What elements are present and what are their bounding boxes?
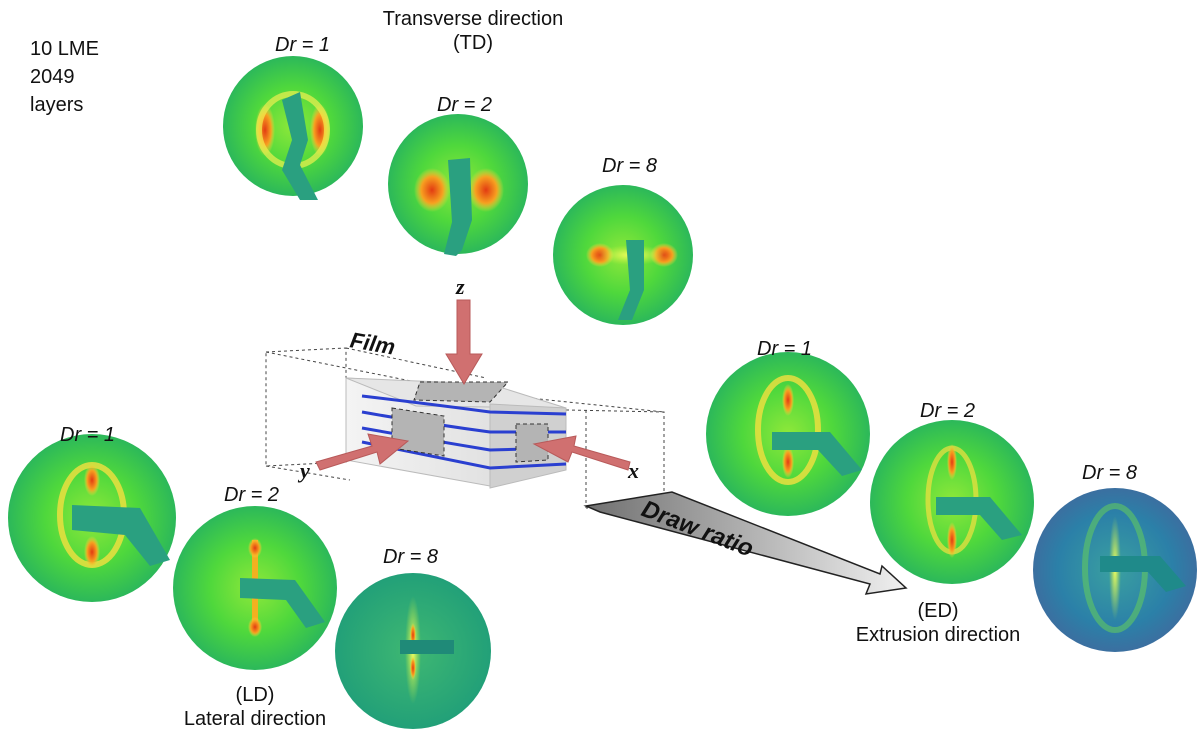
sample-label-line3: layers [30, 94, 84, 116]
ld-title: Lateral direction [183, 708, 327, 730]
ed-dr1-label: Dr = 1 [757, 338, 813, 360]
ed-pattern-dr8 [1033, 488, 1197, 652]
ld-dr2-label: Dr = 2 [224, 484, 280, 506]
x-axis-label: x [628, 458, 639, 483]
ed-dr2-label: Dr = 2 [920, 400, 976, 422]
sample-label-line2: 2049 [30, 66, 75, 88]
ld-pattern-dr2 [173, 506, 337, 670]
sample-label-line1: 10 LME [30, 38, 99, 60]
td-pattern-dr1 [223, 56, 363, 200]
ld-dr8-label: Dr = 8 [383, 546, 439, 568]
ed-pattern-dr1 [706, 352, 870, 516]
ed-abbr: (ED) [917, 600, 959, 622]
z-arrow [445, 299, 483, 385]
td-dr8-label: Dr = 8 [602, 155, 658, 177]
td-abbr: (TD) [453, 32, 493, 54]
ld-abbr: (LD) [235, 684, 275, 706]
draw-ratio-arrow [583, 491, 908, 595]
ld-dr1-label: Dr = 1 [60, 424, 116, 446]
ed-pattern-dr2 [870, 420, 1034, 584]
ld-pattern-dr1 [8, 434, 176, 602]
ed-title: Extrusion direction [855, 624, 1021, 646]
ed-dr8-label: Dr = 8 [1082, 462, 1138, 484]
y-axis-label: y [300, 458, 310, 483]
td-title: Transverse direction [382, 8, 564, 30]
z-axis-label: z [456, 274, 465, 299]
x-arrow [532, 435, 631, 471]
td-dr2-label: Dr = 2 [437, 94, 493, 116]
td-pattern-dr2 [388, 114, 528, 256]
td-dr1-label: Dr = 1 [275, 34, 331, 56]
ld-pattern-dr8 [335, 573, 491, 729]
y-arrow [315, 433, 410, 471]
td-pattern-dr8 [553, 185, 693, 325]
